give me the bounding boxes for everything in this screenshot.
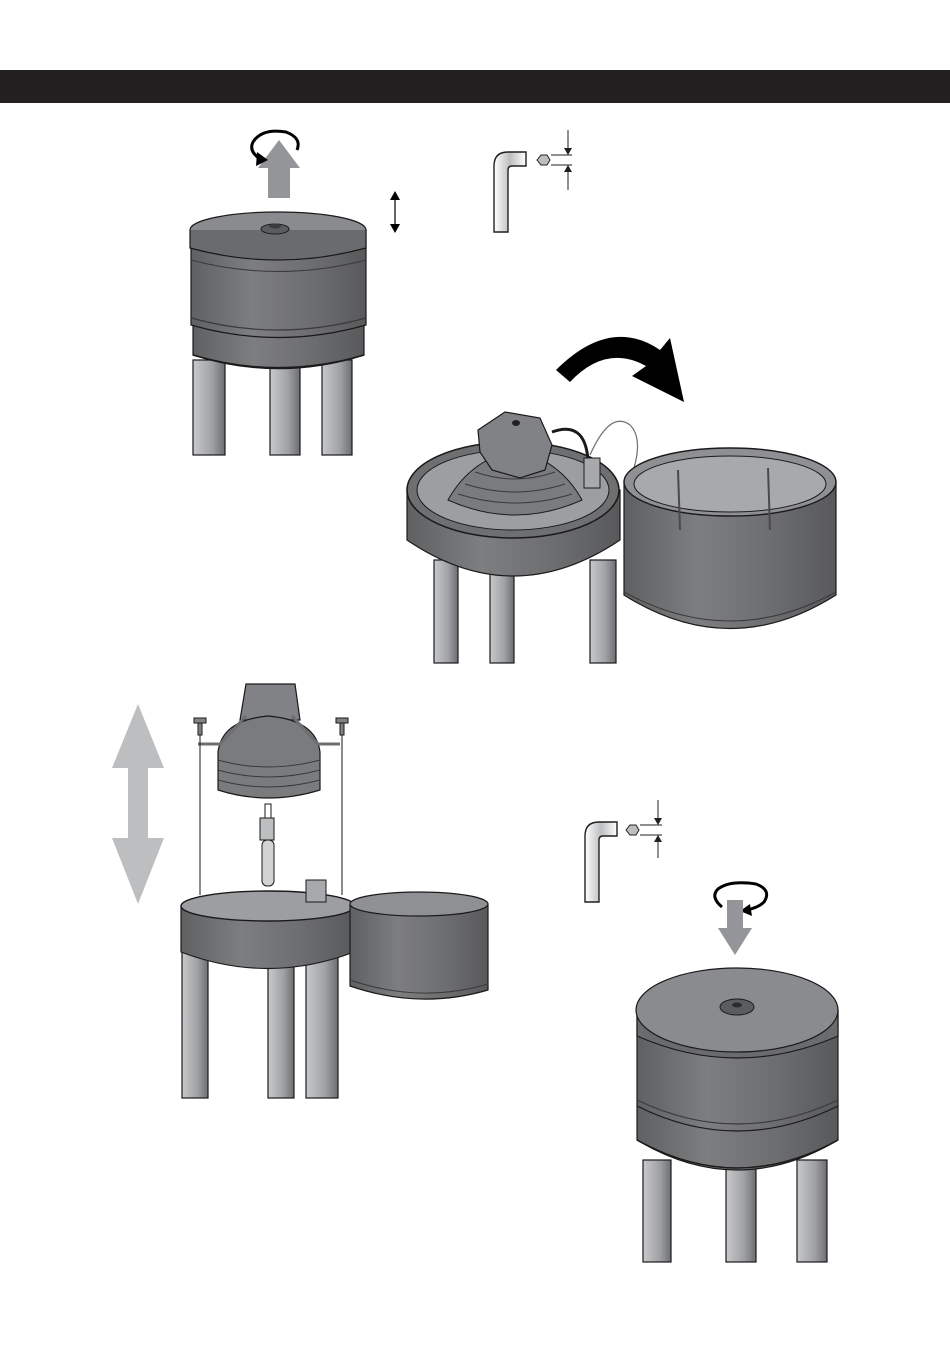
bulb (260, 804, 274, 886)
gap-arrow-icon (390, 191, 400, 233)
step-2-opened-head (407, 412, 638, 663)
lift-up-arrow-icon (258, 140, 300, 198)
double-arrow-icon (112, 704, 164, 904)
allen-key-icon (494, 130, 572, 232)
removed-cover (624, 448, 836, 629)
allen-key-icon-2 (585, 800, 662, 902)
flip-over-arrow-icon (556, 337, 684, 402)
step-4-lamp-head (636, 968, 838, 1262)
cover (350, 892, 488, 999)
lamp-base-open (181, 880, 355, 1098)
reflector-assembly (198, 684, 340, 798)
step-1-lamp-head (190, 212, 366, 455)
